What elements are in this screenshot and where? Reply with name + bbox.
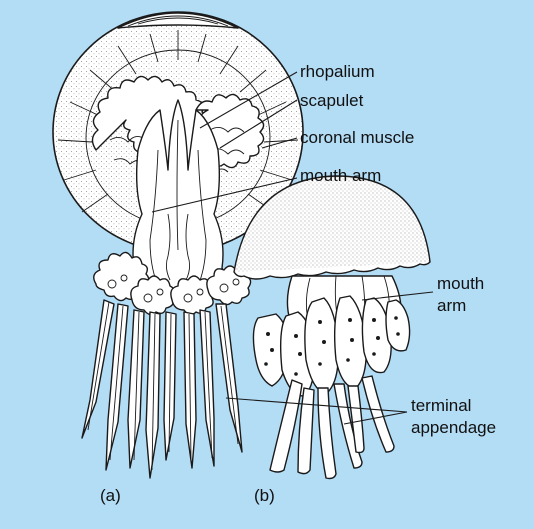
label-rhopalium: rhopalium bbox=[300, 62, 375, 82]
label-terminal-line2: appendage bbox=[411, 418, 496, 438]
panel-label-b: (b) bbox=[254, 486, 275, 506]
label-scapulet: scapulet bbox=[300, 91, 363, 111]
terminal-appendages-a bbox=[82, 300, 242, 478]
mouth-arms-b bbox=[253, 296, 409, 396]
label-terminal-line1: terminal bbox=[411, 396, 471, 416]
label-mouth-arm-b-line1: mouth bbox=[437, 274, 484, 294]
label-coronal-muscle: coronal muscle bbox=[300, 128, 414, 148]
jellyfish-b bbox=[234, 176, 430, 479]
label-mouth-arm-b-line2: arm bbox=[437, 296, 466, 316]
terminal-appendages-b bbox=[270, 376, 394, 479]
label-mouth-arm-a: mouth arm bbox=[300, 166, 381, 186]
panel-label-a: (a) bbox=[100, 486, 121, 506]
